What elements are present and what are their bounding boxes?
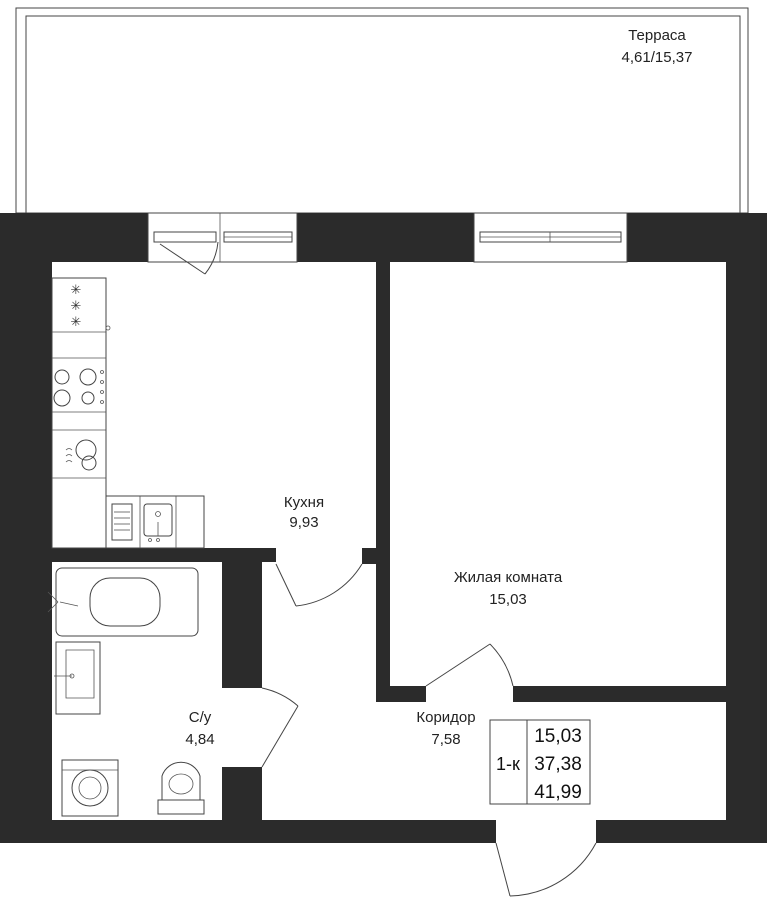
door-icon bbox=[159, 241, 219, 275]
window-icon bbox=[147, 212, 298, 263]
kitchen-fixtures bbox=[51, 277, 205, 549]
apartment-type: 1-к bbox=[496, 754, 520, 774]
sink-icon bbox=[54, 641, 101, 715]
room-label-corridor: Коридор 7,58 bbox=[416, 709, 475, 748]
svg-text:Жилая комната: Жилая комната bbox=[454, 569, 563, 586]
svg-text:Коридор: Коридор bbox=[416, 709, 475, 726]
sink-icon bbox=[111, 503, 173, 542]
svg-text:✳: ✳ bbox=[71, 314, 82, 329]
window-icon bbox=[473, 212, 628, 263]
washing-machine-icon bbox=[61, 759, 119, 817]
stove-icon bbox=[53, 368, 104, 407]
svg-text:Кухня: Кухня bbox=[284, 494, 324, 511]
total-with-terrace-value: 41,99 bbox=[534, 782, 582, 803]
room-label-living: Жилая комната 15,03 bbox=[454, 569, 563, 608]
svg-text:15,03: 15,03 bbox=[489, 591, 527, 608]
svg-text:9,93: 9,93 bbox=[289, 514, 318, 531]
living-area-value: 15,03 bbox=[534, 726, 582, 747]
door-icon bbox=[261, 687, 299, 768]
stove-icon: ✳ ✳ ✳ bbox=[71, 282, 82, 329]
total-area-value: 37,38 bbox=[534, 754, 582, 775]
room-label-terrace: Терраса 4,61/15,37 bbox=[622, 27, 693, 66]
door-icon bbox=[495, 842, 597, 897]
svg-text:7,58: 7,58 bbox=[431, 731, 460, 748]
door-icon bbox=[425, 643, 514, 687]
svg-text:Терраса: Терраса bbox=[628, 27, 686, 44]
room-label-kitchen: Кухня 9,93 bbox=[284, 494, 324, 531]
room-label-bathroom: С/у 4,84 bbox=[185, 709, 214, 748]
svg-text:✳: ✳ bbox=[71, 298, 82, 313]
bathtub-icon bbox=[47, 567, 199, 637]
svg-text:4,61/15,37: 4,61/15,37 bbox=[622, 49, 693, 66]
svg-text:4,84: 4,84 bbox=[185, 731, 214, 748]
svg-text:С/у: С/у bbox=[189, 709, 212, 726]
door-icon bbox=[275, 563, 363, 607]
walls bbox=[0, 213, 767, 843]
area-summary: 1-к 15,03 37,38 41,99 bbox=[489, 719, 591, 805]
stove-icon bbox=[65, 439, 97, 471]
svg-text:✳: ✳ bbox=[71, 282, 82, 297]
toilet-icon bbox=[157, 761, 205, 815]
